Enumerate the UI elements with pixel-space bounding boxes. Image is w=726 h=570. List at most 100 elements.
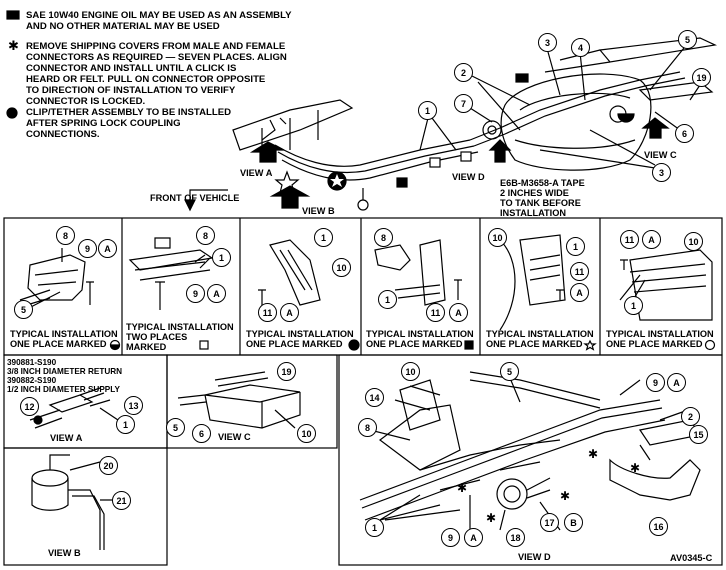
panel-1-caption: TYPICAL INSTALLATION ONE PLACE MARKED xyxy=(10,329,118,349)
tape-note: E6B-M3658-A TAPE 2 INCHES WIDE TO TANK B… xyxy=(500,178,585,218)
p5-callout-1: 1 xyxy=(566,237,585,256)
view-c-drawing xyxy=(177,371,301,429)
view-a-desc-2: 1/2 INCH DIAMETER SUPPLY xyxy=(7,385,120,394)
p1-callout-8: 8 xyxy=(56,226,75,245)
view-a-callout-12: 12 xyxy=(20,397,39,416)
connector-note: REMOVE SHIPPING COVERS FROM MALE AND FEM… xyxy=(26,41,287,107)
view-d-callout-1: 1 xyxy=(365,518,384,537)
view-d-callout-b: B xyxy=(564,513,583,532)
view-a-part-1: 390881-S190 xyxy=(7,358,57,367)
svg-text:✱: ✱ xyxy=(588,447,598,461)
star-symbol: ✱ xyxy=(8,38,19,53)
view-c-title: VIEW C xyxy=(218,432,251,442)
p6-callout-a: A xyxy=(642,230,661,249)
view-a-drawing xyxy=(29,387,119,429)
callout-3: 3 xyxy=(538,33,557,52)
p6-callout-1: 1 xyxy=(624,296,643,315)
callout-6: 6 xyxy=(675,124,694,143)
view-d-drawing: ✱ ✱ ✱ ✱ ✱ xyxy=(359,371,701,531)
view-c-callout-5: 5 xyxy=(166,418,185,437)
svg-text:✱: ✱ xyxy=(486,511,496,525)
view-a-desc-1: 3/8 INCH DIAMETER RETURN xyxy=(7,367,123,376)
p3-callout-10: 10 xyxy=(332,258,351,277)
callout-1: 1 xyxy=(418,101,437,120)
callout-7: 7 xyxy=(454,94,473,113)
view-d-callout-17: 17 xyxy=(540,513,559,532)
panel-1-drawing xyxy=(19,248,94,311)
p3-callout-11: 11 xyxy=(258,303,277,322)
p2-callout-1: 1 xyxy=(212,248,231,267)
view-a-part-2: 390882-S190 xyxy=(7,376,57,385)
view-c-frame xyxy=(166,354,338,449)
front-of-vehicle-label: FRONT OF VEHICLE xyxy=(150,193,240,203)
panel-4-drawing xyxy=(374,239,462,306)
panel-6-caption: TYPICAL INSTALLATION ONE PLACE MARKED xyxy=(606,329,714,349)
view-d-callout-9: 9 xyxy=(646,373,665,392)
view-b-drawing xyxy=(31,454,118,550)
view-d-callout-9b: 9 xyxy=(441,528,460,547)
view-d-callout-8: 8 xyxy=(358,418,377,437)
p4-callout-11: 11 xyxy=(426,303,445,322)
view-c-callout-10: 10 xyxy=(297,424,316,443)
view-c-callout-6: 6 xyxy=(192,424,211,443)
p2-callout-a: A xyxy=(207,284,226,303)
p4-callout-a: A xyxy=(449,303,468,322)
panel-5-drawing xyxy=(499,234,566,331)
view-c-callout-19: 19 xyxy=(277,362,296,381)
view-d-callout-2: 2 xyxy=(681,407,700,426)
main-view-a-label: VIEW A xyxy=(240,168,273,178)
figure-code: AV0345-C xyxy=(670,553,713,563)
view-d-callout-14: 14 xyxy=(365,388,384,407)
svg-text:✱: ✱ xyxy=(630,461,640,475)
view-b-callout-20: 20 xyxy=(99,456,118,475)
view-b-title: VIEW B xyxy=(48,548,81,558)
callout-5: 5 xyxy=(678,30,697,49)
p2-callout-8: 8 xyxy=(196,226,215,245)
view-d-callout-5: 5 xyxy=(500,362,519,381)
p3-callout-1: 1 xyxy=(314,228,333,247)
view-b-frame xyxy=(3,447,168,566)
p6-callout-10: 10 xyxy=(684,232,703,251)
p1-callout-a: A xyxy=(98,239,117,258)
view-d-callout-18: 18 xyxy=(506,528,525,547)
view-d-title: VIEW D xyxy=(518,552,551,562)
p4-callout-1: 1 xyxy=(378,290,397,309)
main-view-d-label: VIEW D xyxy=(452,172,485,182)
main-view-c-label: VIEW C xyxy=(644,150,677,160)
panel-3-drawing xyxy=(258,239,321,312)
view-d-frame xyxy=(338,354,723,566)
view-a-callout-1: 1 xyxy=(116,415,135,434)
view-a-title: VIEW A xyxy=(50,433,83,443)
callout-3b: 3 xyxy=(652,163,671,182)
main-assembly-drawing xyxy=(184,37,718,212)
p5-callout-10: 10 xyxy=(488,228,507,247)
panel-5-caption: TYPICAL INSTALLATION ONE PLACE MARKED xyxy=(486,329,594,349)
view-a-callout-13: 13 xyxy=(124,396,143,415)
view-d-callout-10: 10 xyxy=(401,362,420,381)
oil-note: SAE 10W40 ENGINE OIL MAY BE USED AS AN A… xyxy=(26,10,292,32)
callout-19: 19 xyxy=(692,68,711,87)
view-d-callout-a2: A xyxy=(464,528,483,547)
view-d-callout-16: 16 xyxy=(649,517,668,536)
p3-callout-a: A xyxy=(280,303,299,322)
panel-4-caption: TYPICAL INSTALLATION ONE PLACE MARKED xyxy=(366,329,474,349)
black-dot-symbol xyxy=(6,107,18,119)
p5-callout-a: A xyxy=(570,283,589,302)
p4-callout-8: 8 xyxy=(374,228,393,247)
svg-text:✱: ✱ xyxy=(457,481,467,495)
view-b-callout-21: 21 xyxy=(112,491,131,510)
callout-4: 4 xyxy=(571,38,590,57)
view-d-callout-15: 15 xyxy=(689,425,708,444)
view-d-callout-a: A xyxy=(667,373,686,392)
black-square-symbol xyxy=(6,10,20,20)
p1-callout-9: 9 xyxy=(78,239,97,258)
main-view-b-label: VIEW B xyxy=(302,206,335,216)
svg-text:✱: ✱ xyxy=(560,489,570,503)
p5-callout-11: 11 xyxy=(570,262,589,281)
clip-note: CLIP/TETHER ASSEMBLY TO BE INSTALLED AFT… xyxy=(26,107,232,140)
panel-2-caption: TYPICAL INSTALLATION TWO PLACES MARKED xyxy=(126,322,234,352)
panel-3-caption: TYPICAL INSTALLATION ONE PLACE MARKED xyxy=(246,329,354,349)
p2-callout-9: 9 xyxy=(186,284,205,303)
